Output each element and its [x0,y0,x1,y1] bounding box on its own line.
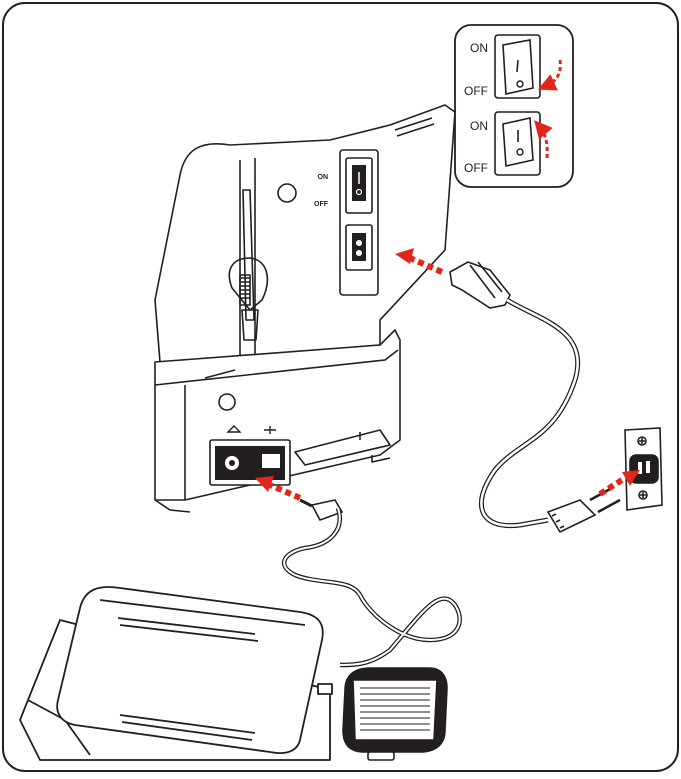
jack-panel [210,440,290,485]
machine-off-label: OFF [314,201,329,208]
inset-bottom-off-label: OFF [464,161,488,175]
switch-inset: ON OFF ON OFF [455,25,573,187]
inset-switch-bottom [495,112,547,175]
inset-top-off-label: OFF [464,84,488,98]
inset-bottom-on-label: ON [470,119,488,133]
pedal-box [343,668,447,760]
machine-power-panel [340,150,378,295]
inset-top-on-label: ON [470,41,488,55]
wall-outlet-icon [625,428,662,510]
usb-icon [262,454,280,468]
machine-on-label: ON [318,174,329,181]
